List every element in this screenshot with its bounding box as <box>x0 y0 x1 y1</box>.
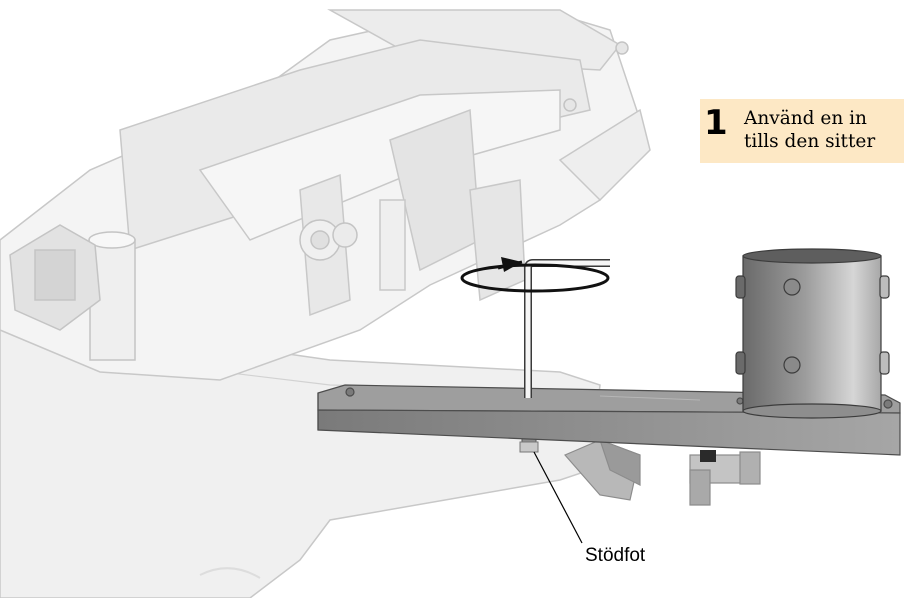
step-number: 1 <box>704 103 728 143</box>
vertical-cylinder <box>735 248 890 419</box>
rotation-arrow-icon <box>460 257 610 293</box>
support-foot-leader-line <box>533 451 583 544</box>
left-pivot-block <box>9 41 629 361</box>
lower-clamp <box>564 438 761 506</box>
step-text-line-1: Använd en in <box>744 108 867 129</box>
support-foot-label: Stödfot <box>585 545 646 566</box>
folding-frame <box>0 9 651 381</box>
instruction-step-box: 1 Använd en in tills den sitter <box>700 99 904 163</box>
step-text-line-2: tills den sitter <box>744 131 876 152</box>
